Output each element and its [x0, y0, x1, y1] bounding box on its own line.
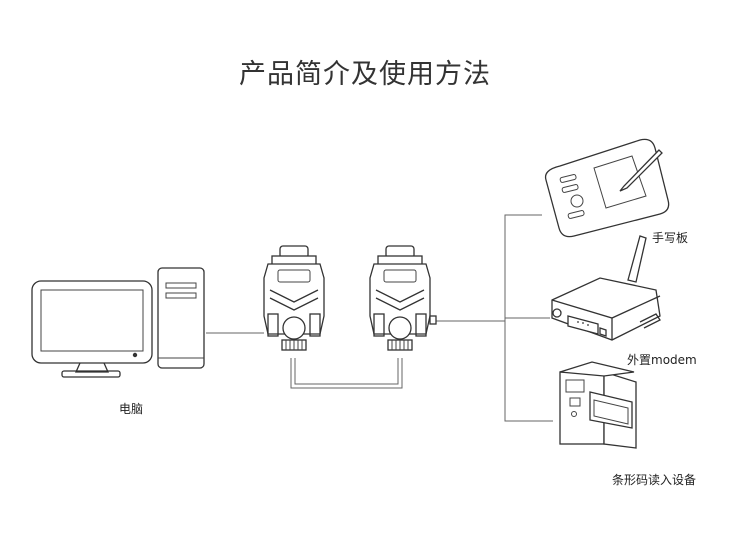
serial-adapter-icon	[263, 245, 325, 351]
drawing-tablet-icon	[544, 138, 670, 238]
tablet-label: 手写板	[652, 231, 689, 245]
barcode-label: 条形码读入设备	[612, 473, 697, 487]
desktop-computer-icon	[31, 267, 205, 378]
computer-label: 电脑	[119, 402, 144, 416]
connection-lines	[206, 214, 553, 422]
external-modem-icon	[551, 235, 661, 341]
page-title: 产品简介及使用方法	[239, 59, 491, 90]
serial-adapter-icon	[369, 245, 437, 351]
barcode-printer-icon	[559, 361, 637, 449]
modem-label: 外置modem	[627, 353, 697, 367]
